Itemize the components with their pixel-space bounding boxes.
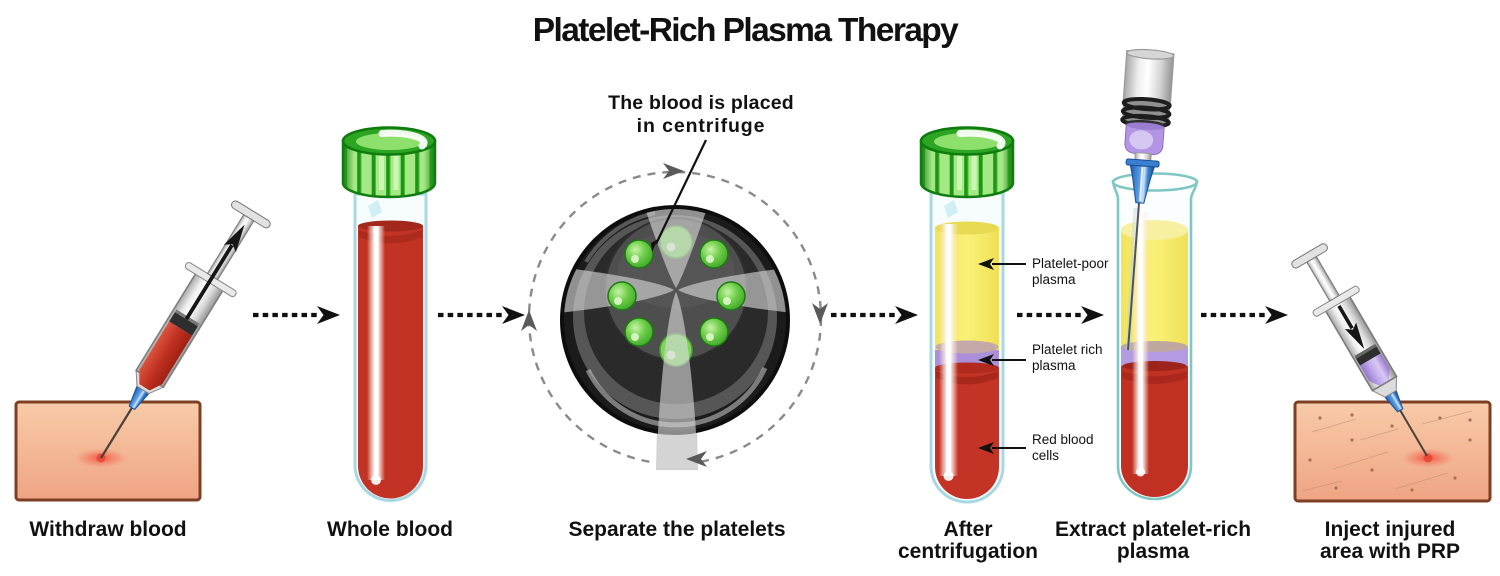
svg-text:Separate the platelets: Separate the platelets — [568, 518, 785, 541]
svg-text:in centrifuge: in centrifuge — [637, 115, 766, 137]
svg-text:Withdraw blood: Withdraw blood — [29, 518, 186, 541]
svg-text:Platelet-poor: Platelet-poor — [1032, 256, 1109, 271]
svg-text:The blood is placed: The blood is placed — [608, 92, 794, 114]
svg-text:Red blood: Red blood — [1032, 432, 1094, 447]
svg-text:Inject injured: Inject injured — [1325, 518, 1456, 541]
svg-text:centrifugation: centrifugation — [898, 540, 1038, 563]
svg-text:Whole blood: Whole blood — [327, 518, 453, 541]
svg-text:Platelet rich: Platelet rich — [1032, 342, 1103, 357]
svg-text:Platelet-Rich Plasma Therapy: Platelet-Rich Plasma Therapy — [533, 12, 959, 49]
svg-text:area with PRP: area with PRP — [1320, 540, 1460, 563]
svg-text:cells: cells — [1032, 448, 1059, 463]
svg-text:After: After — [943, 518, 992, 541]
svg-text:plasma: plasma — [1117, 540, 1190, 563]
svg-text:plasma: plasma — [1032, 358, 1076, 373]
svg-text:Extract platelet-rich: Extract platelet-rich — [1055, 518, 1251, 541]
svg-text:plasma: plasma — [1032, 272, 1076, 287]
